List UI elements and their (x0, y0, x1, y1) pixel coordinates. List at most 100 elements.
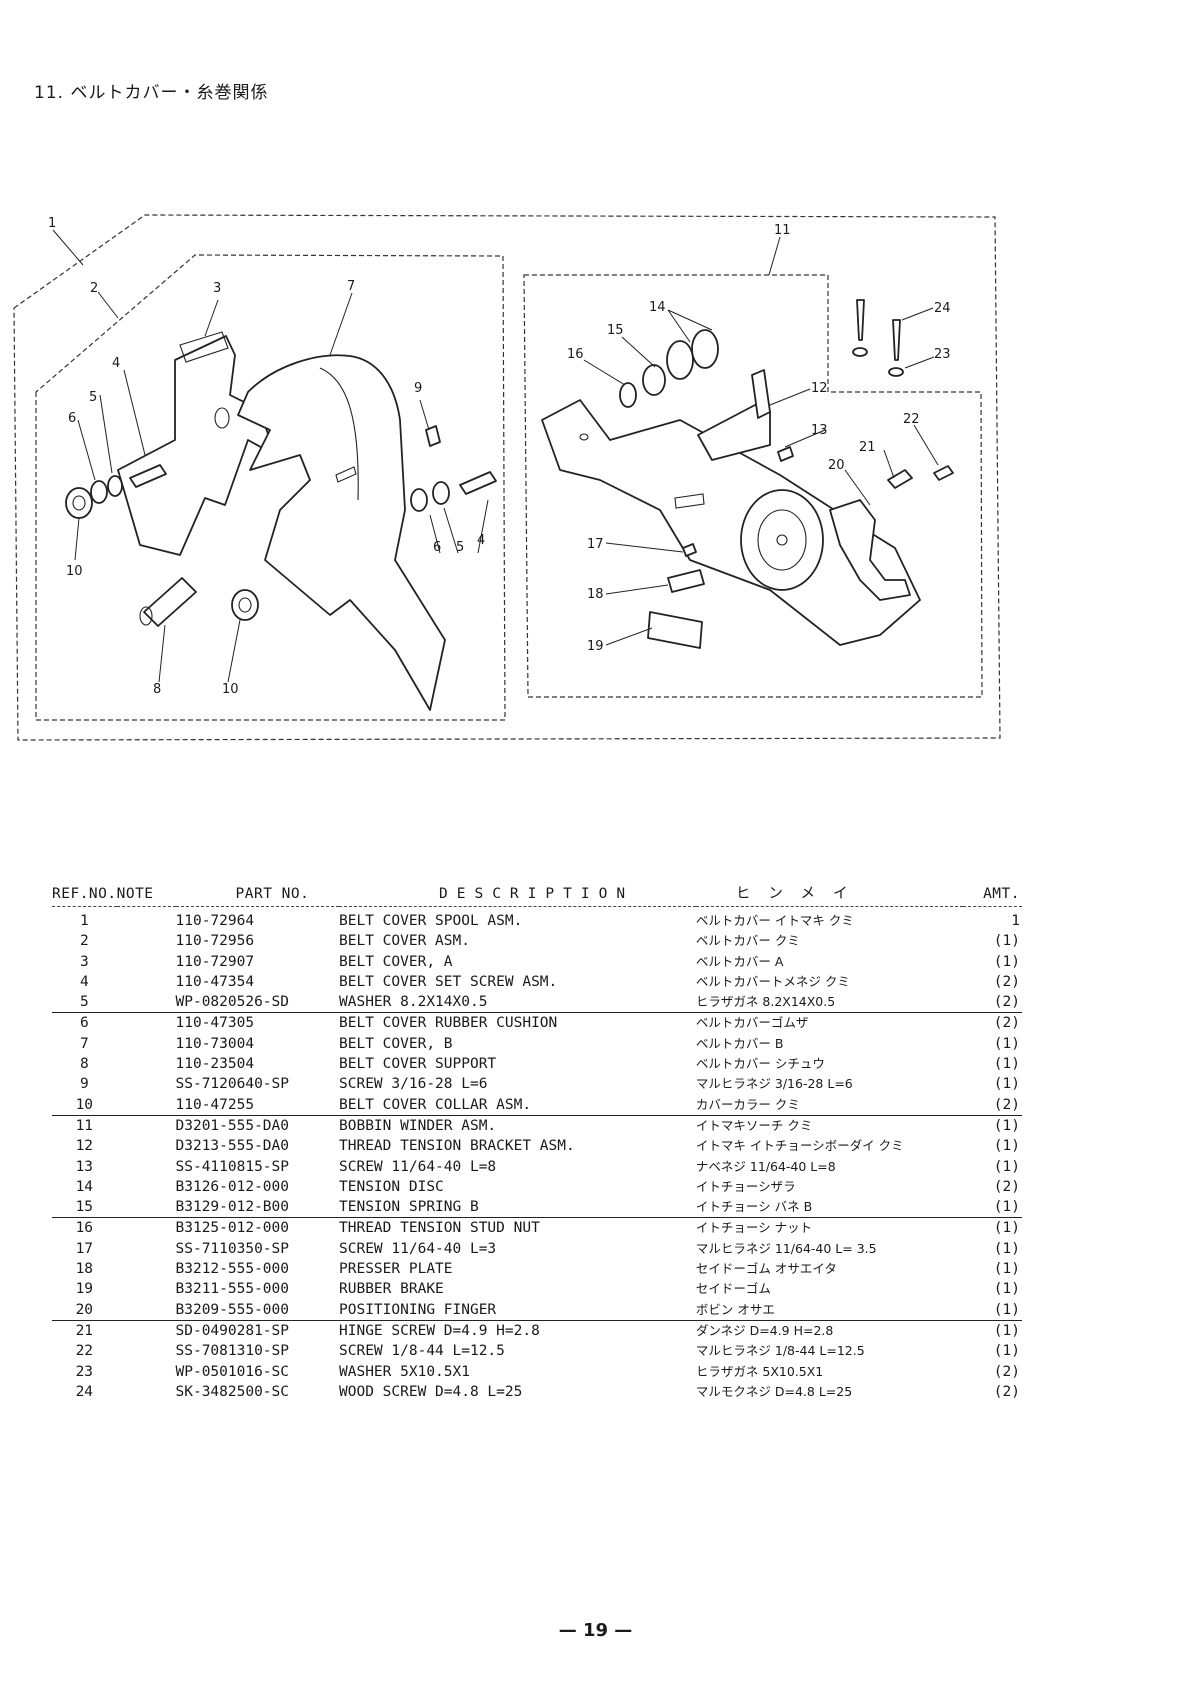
parts-list-table: REF.NO. NOTE PART NO. DESCRIPTION ヒンメイ A… (52, 882, 1022, 1402)
kana-cell: ベルトカバー シチュウ (695, 1056, 825, 1072)
bobbin-winder-boundary (523, 274, 983, 698)
bracket-drawing (697, 369, 771, 461)
header-ref-no: REF.NO. (52, 882, 117, 907)
description-cell: BELT COVER RUBBER CUSHION (339, 1015, 558, 1032)
kana-cell: セイドーゴム オサエイタ (695, 1261, 837, 1277)
amt-cell: (2) (993, 1363, 1020, 1380)
ref-no-cell: 6 (79, 1015, 89, 1032)
note-cell (117, 1239, 176, 1259)
note-cell (117, 1034, 176, 1054)
part-no-cell: B3126-012-000 (175, 1178, 290, 1195)
part-no-cell: SS-4110815-SP (175, 1158, 290, 1175)
callout-11: 11 (774, 223, 791, 238)
note-cell (116, 992, 176, 1014)
description-cell: POSITIONING FINGER (339, 1299, 696, 1321)
callout-13: 13 (811, 423, 828, 438)
amt-cell: (1) (993, 1343, 1020, 1360)
description-cell: TENSION SPRING B (339, 1197, 696, 1219)
kana-cell: ベルトカバー クミ (695, 933, 800, 949)
part-no-cell: 110-72964 (175, 913, 255, 929)
part-no-cell: 110-23504 (175, 1056, 255, 1073)
ref-no-cell: 15 (52, 1197, 117, 1219)
section-title: 11. ベルトカバー・糸巻関係 (34, 83, 269, 103)
part-no-cell: SS-7081310-SP (175, 1343, 290, 1360)
part-no-cell: D3201-555-DA0 (175, 1117, 290, 1134)
screw-9-drawing (425, 425, 441, 447)
description-cell: RUBBER BRAKE (339, 1281, 444, 1298)
kana-cell: ヒラザガネ 8.2X14X0.5 (695, 992, 963, 1014)
ref-no-cell: 13 (75, 1158, 94, 1175)
note-cell (117, 1320, 176, 1341)
callout-12: 12 (811, 381, 828, 396)
ref-no-cell: 2 (79, 933, 89, 950)
kana-cell: カバーカラー クミ (695, 1094, 963, 1116)
part-no-cell: WP-0820526-SD (175, 992, 340, 1014)
note-cell (117, 972, 176, 992)
part-no-cell: B3129-012-B00 (175, 1197, 340, 1219)
note-cell (116, 1299, 176, 1321)
amt-cell: (2) (962, 992, 1022, 1014)
part-no-cell: B3211-555-000 (175, 1281, 290, 1298)
kana-cell: ベルトカバー B (695, 1035, 784, 1051)
amt-cell: (2) (993, 1383, 1020, 1400)
part-no-cell: B3209-555-000 (175, 1299, 340, 1321)
kana-cell: ヒラザガネ 5X10.5X1 (695, 1363, 824, 1379)
note-cell (117, 1341, 176, 1361)
callout-21: 21 (859, 440, 876, 455)
amt-cell: (1) (993, 1281, 1020, 1298)
callout-8: 8 (153, 682, 161, 697)
ref-no-cell: 5 (52, 992, 117, 1014)
amt-cell: (2) (962, 1094, 1022, 1116)
part-no-cell: SS-7120640-SP (175, 1076, 290, 1093)
collar-lower-drawing (231, 589, 259, 621)
callout-19: 19 (587, 639, 604, 654)
kana-cell: イトマキ イトチョーシボーダイ クミ (695, 1138, 904, 1154)
description-cell: THREAD TENSION BRACKET ASM. (339, 1138, 575, 1155)
amt-cell: (1) (993, 1035, 1020, 1052)
amt-cell: 1 (1011, 913, 1020, 929)
note-cell (117, 1279, 176, 1299)
part-no-cell: 110-72907 (175, 953, 255, 970)
note-cell (117, 1218, 176, 1239)
ref-no-cell: 16 (75, 1220, 94, 1237)
amt-cell: (2) (993, 1015, 1020, 1032)
note-cell (116, 1094, 176, 1116)
pulley-drawing (740, 489, 824, 591)
kana-cell: ベルトカバー イトマキ クミ (695, 913, 854, 928)
part-no-cell: B3125-012-000 (175, 1220, 290, 1237)
callout-18: 18 (587, 587, 604, 602)
callout-7: 7 (347, 279, 355, 294)
description-cell: SCREW 11/64-40 L=3 (339, 1240, 497, 1257)
callout-4-right: 4 (477, 533, 485, 548)
ref-no-cell: 23 (75, 1363, 94, 1380)
callout-5: 5 (89, 390, 97, 405)
ref-no-cell: 11 (75, 1117, 94, 1134)
note-cell (117, 1177, 176, 1197)
ref-no-cell: 9 (79, 1076, 89, 1093)
kana-cell: イトチョーシ ナット (695, 1220, 813, 1236)
ref-no-cell: 18 (75, 1261, 94, 1278)
amt-cell: (1) (962, 1197, 1022, 1219)
callout-4: 4 (112, 356, 120, 371)
kana-cell: ベルトカバーゴムザ (695, 1015, 809, 1031)
description-cell: THREAD TENSION STUD NUT (339, 1220, 540, 1237)
description-cell: BOBBIN WINDER ASM. (339, 1117, 497, 1134)
ref-no-cell: 21 (75, 1322, 94, 1339)
note-cell (117, 1074, 176, 1094)
callout-24: 24 (934, 301, 951, 316)
presser-plate-drawing (667, 569, 705, 593)
screws-23-24-drawing (682, 299, 954, 557)
ref-no-cell: 19 (75, 1281, 94, 1298)
ref-no-cell: 20 (52, 1299, 117, 1321)
callout-1: 1 (48, 216, 56, 231)
part-no-cell: SS-7110350-SP (175, 1240, 290, 1257)
ref-no-cell: 7 (79, 1035, 89, 1052)
part-no-cell: SK-3482500-SC (175, 1383, 290, 1400)
